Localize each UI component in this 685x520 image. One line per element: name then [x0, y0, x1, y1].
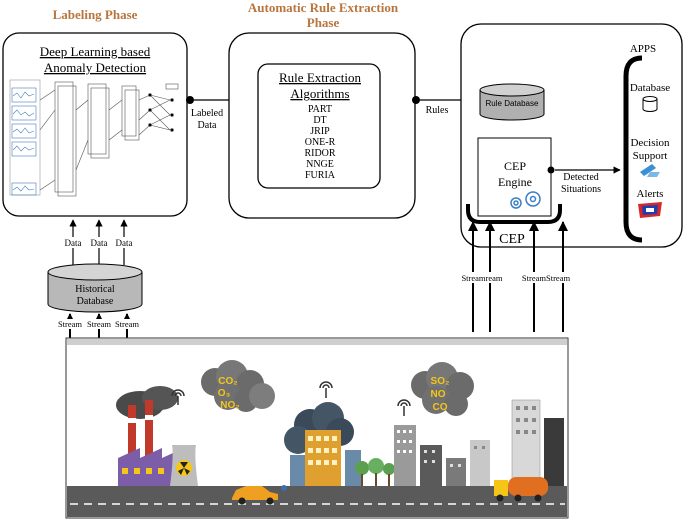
- road: [67, 486, 567, 517]
- data-label-bg: [87, 237, 113, 248]
- apps-bracket: [623, 55, 643, 243]
- stream-label-bg: [113, 319, 141, 329]
- stream-label-bg: [520, 272, 572, 283]
- algorithm-item: JRIP: [310, 126, 330, 137]
- historical-db-label-2: Database: [77, 296, 114, 307]
- rule-extraction-title-1: Rule Extraction: [279, 70, 361, 85]
- pollution-cloud-2: [411, 362, 474, 416]
- apps-database-label: Database: [630, 82, 670, 94]
- algorithm-list: PART DT JRIP ONE-R RIDOR NNGE FURIA: [304, 104, 335, 181]
- rule-database-label: Rule Database: [486, 99, 539, 108]
- cep-bracket: [466, 204, 562, 224]
- connector-dot-3: [547, 166, 555, 174]
- stream-label-right-2: StreamStream: [522, 273, 571, 283]
- algorithm-item: DT: [313, 115, 326, 126]
- deep-learning-box: [2, 32, 188, 217]
- stream-label-bg: [85, 319, 113, 329]
- gas-label-co2: CO₂: [218, 376, 237, 387]
- pollution-cloud-1: [201, 360, 275, 412]
- decision-support-icon: [640, 164, 660, 177]
- detected-situations-label-2: Situations: [561, 184, 601, 195]
- gas-label-no: NO: [431, 389, 446, 400]
- alert-icon: [638, 202, 662, 218]
- apps-alerts-label: Alerts: [637, 188, 664, 200]
- detected-situations-label-1: Detected: [563, 172, 599, 183]
- algorithm-item: NNGE: [306, 159, 334, 170]
- phase-title-rule-extraction-2: Phase: [307, 15, 340, 30]
- apps-title: APPS: [630, 43, 656, 55]
- city-top-bar: [67, 339, 567, 345]
- car: [232, 485, 287, 505]
- rule-extraction-title-2: Algorithms: [290, 86, 349, 101]
- cep-engine-label-1: CEP: [504, 159, 526, 173]
- data-label-3: Data: [116, 238, 133, 248]
- stream-label-bg: [459, 272, 505, 283]
- data-label-2: Data: [91, 238, 108, 248]
- stream-label-left-1: Stream: [58, 319, 82, 329]
- stream-label-left-3: Stream: [115, 319, 139, 329]
- data-label-bg: [112, 237, 138, 248]
- stream-label-left-2: Stream: [87, 319, 111, 329]
- cep-engine-label-2: Engine: [498, 175, 532, 189]
- labeled-data-label-1: Labeled: [191, 108, 223, 119]
- gas-label-no2: NO₂: [220, 400, 239, 411]
- city-buildings: [394, 399, 490, 486]
- gas-label-o3: O₃: [218, 388, 231, 399]
- truck: [494, 477, 548, 502]
- neural-network-illustration: [9, 79, 179, 197]
- apps-decision-support-label-2: Support: [633, 150, 668, 162]
- apps-decision-support-label-1: Decision: [630, 137, 670, 149]
- rule-extraction-algorithms-box: [257, 63, 381, 189]
- phase-title-labeling: Labeling Phase: [53, 7, 138, 22]
- database-icon: [642, 96, 658, 112]
- historical-database-cylinder: [47, 263, 143, 313]
- trees: [355, 458, 395, 486]
- gears-icon: [510, 191, 541, 209]
- factory: [116, 386, 198, 486]
- smart-city-illustration: CO₂ O₃ NO₂: [65, 337, 569, 519]
- stream-label-right-1: Streamream: [461, 273, 502, 283]
- stream-label-bg: [56, 319, 84, 329]
- gas-label-so2: SO₂: [431, 376, 450, 387]
- phase-title-rule-extraction-1: Automatic Rule Extraction: [248, 0, 399, 15]
- gas-label-co: CO: [433, 402, 448, 413]
- labeled-data-label-2: Data: [198, 120, 217, 131]
- cep-label: CEP: [499, 232, 525, 247]
- connector-dot-1: [186, 96, 194, 104]
- algorithm-item: ONE-R: [305, 137, 336, 148]
- deep-learning-title-1: Deep Learning based: [40, 44, 151, 59]
- algorithm-item: RIDOR: [304, 148, 335, 159]
- rule-database-cylinder: [479, 83, 545, 121]
- rules-label: Rules: [426, 105, 449, 116]
- historical-db-label-1: Historical: [75, 284, 115, 295]
- data-label-bg: [60, 237, 86, 248]
- connector-dot-2: [412, 96, 420, 104]
- tall-building: [511, 399, 564, 487]
- algorithm-item: FURIA: [305, 170, 336, 181]
- office-tower: [284, 381, 361, 486]
- algorithm-item: PART: [308, 104, 332, 115]
- deep-learning-title-2: Anomaly Detection: [44, 60, 147, 75]
- data-label-1: Data: [65, 238, 82, 248]
